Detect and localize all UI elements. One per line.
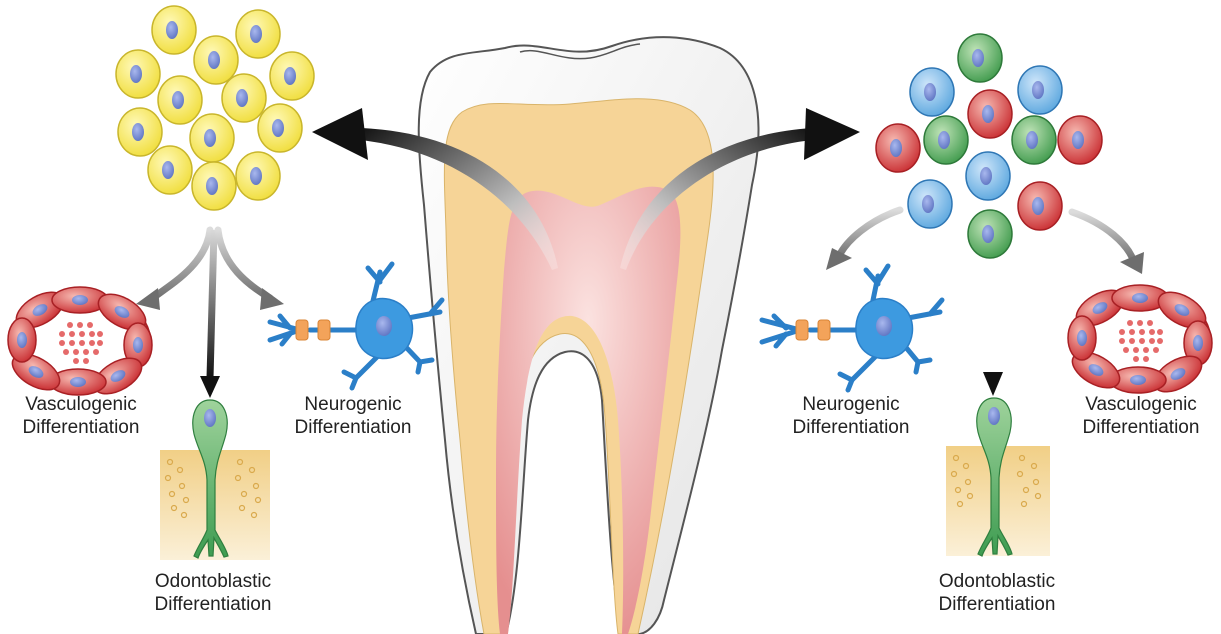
- green-cell: [1012, 116, 1056, 164]
- green-cell: [924, 116, 968, 164]
- left-neurogenic-label: Neurogenic Differentiation: [278, 393, 428, 439]
- left-odontoblastic-label: Odontoblastic Differentiation: [138, 570, 288, 616]
- green-cell: [968, 210, 1012, 258]
- label-line: Neurogenic: [776, 393, 926, 416]
- yellow-cell: [158, 76, 202, 124]
- label-line: Neurogenic: [278, 393, 428, 416]
- label-line: Differentiation: [138, 593, 288, 616]
- label-line: Odontoblastic: [922, 570, 1072, 593]
- left-blood-vessel: [6, 285, 152, 401]
- blue-cell: [1018, 66, 1062, 114]
- label-line: Differentiation: [776, 416, 926, 439]
- red-cell: [876, 124, 920, 172]
- red-cell: [1018, 182, 1062, 230]
- label-line: Vasculogenic: [1066, 393, 1216, 416]
- yellow-cell: [152, 6, 196, 54]
- yellow-cell: [270, 52, 314, 100]
- blue-cell: [908, 180, 952, 228]
- right-odontoblast: [946, 398, 1050, 556]
- label-line: Differentiation: [6, 416, 156, 439]
- green-cell: [958, 34, 1002, 82]
- label-line: Odontoblastic: [138, 570, 288, 593]
- label-line: Differentiation: [278, 416, 428, 439]
- yellow-cell: [222, 74, 266, 122]
- right-vasculogenic-label: Vasculogenic Differentiation: [1066, 393, 1216, 439]
- right-blood-vessel: [1066, 283, 1212, 399]
- yellow-cell: [236, 152, 280, 200]
- left-yellow-stem-cell-cluster: [116, 6, 314, 210]
- blue-cell: [910, 68, 954, 116]
- right-neuron: [762, 266, 942, 390]
- left-odontoblast: [160, 400, 270, 560]
- right-neurogenic-label: Neurogenic Differentiation: [776, 393, 926, 439]
- yellow-cell: [190, 114, 234, 162]
- yellow-cell: [258, 104, 302, 152]
- yellow-cell: [148, 146, 192, 194]
- right-odontoblastic-label: Odontoblastic Differentiation: [922, 570, 1072, 616]
- blue-cell: [966, 152, 1010, 200]
- label-line: Differentiation: [922, 593, 1072, 616]
- yellow-cell: [194, 36, 238, 84]
- red-cell: [1058, 116, 1102, 164]
- yellow-cell: [116, 50, 160, 98]
- left-neuron: [270, 264, 442, 388]
- left-vasculogenic-label: Vasculogenic Differentiation: [6, 393, 156, 439]
- yellow-cell: [236, 10, 280, 58]
- right-mixed-stem-cell-cluster: [876, 34, 1102, 258]
- red-cell: [968, 90, 1012, 138]
- tooth-illustration: [419, 37, 759, 634]
- label-line: Vasculogenic: [6, 393, 156, 416]
- yellow-cell: [192, 162, 236, 210]
- yellow-cell: [118, 108, 162, 156]
- label-line: Differentiation: [1066, 416, 1216, 439]
- left-branch-arrows: [136, 230, 284, 398]
